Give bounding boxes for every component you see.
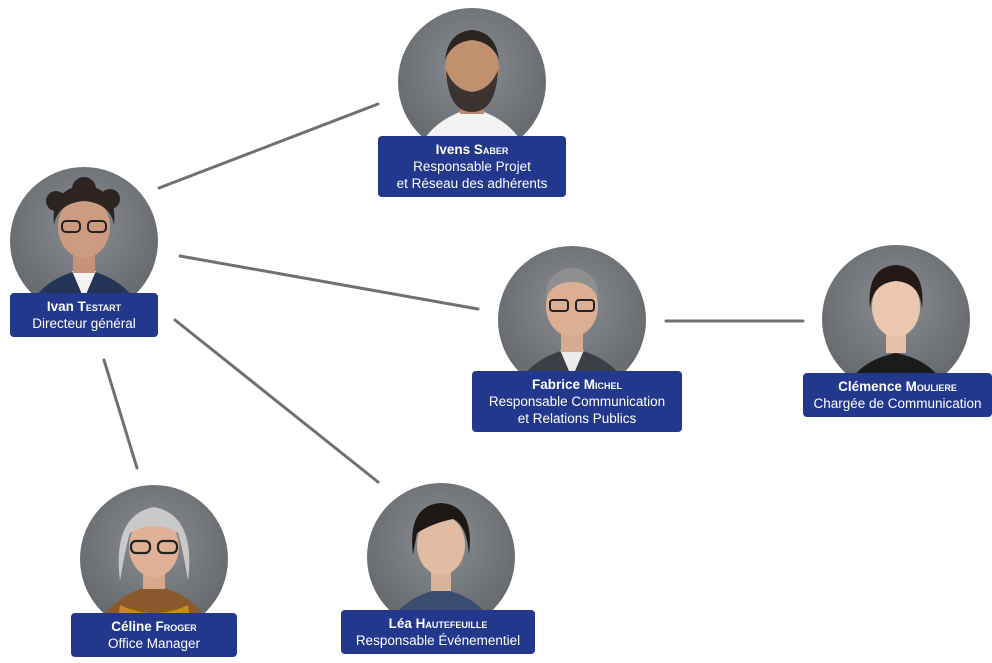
connector-testart-froger [102, 358, 139, 470]
name-mouliere: Clémence Mouliere [838, 379, 957, 394]
role-mouliere: Chargée de Communication [813, 396, 982, 411]
role-michel-line2: et Relations Publics [517, 411, 637, 426]
connector-testart-saber [157, 102, 380, 190]
avatar-saber [398, 8, 546, 156]
role-testart: Directeur général [32, 316, 136, 331]
name-saber: Ivens Saber [435, 142, 509, 157]
label-mouliere: Clémence Mouliere Chargée de Communicati… [803, 373, 992, 417]
role-hautefeuille: Responsable Événementiel [355, 633, 521, 648]
avatar-hautefeuille [367, 483, 515, 631]
connector-testart-michel [178, 254, 480, 311]
connector-testart-hautefeuille [173, 318, 380, 484]
role-michel-line1: Responsable Communication [488, 394, 666, 409]
role-saber-line2: et Réseau des adhérents [396, 176, 548, 191]
name-michel: Fabrice Michel [531, 377, 623, 392]
role-saber-line1: Responsable Projet [413, 159, 531, 174]
avatar-froger [80, 485, 228, 633]
label-froger: Céline Froger Office Manager [71, 613, 237, 657]
label-testart: Ivan Testart Directeur général [10, 293, 158, 337]
label-hautefeuille: Léa Hautefeuille Responsable Événementie… [341, 610, 535, 654]
label-saber: Ivens Saber Responsable Projet et Réseau… [378, 136, 566, 197]
name-testart: Ivan Testart [46, 299, 122, 314]
label-michel: Fabrice Michel Responsable Communication… [472, 371, 682, 432]
name-froger: Céline Froger [111, 619, 197, 634]
avatar-mouliere [822, 245, 970, 393]
name-hautefeuille: Léa Hautefeuille [388, 616, 488, 631]
role-froger: Office Manager [107, 636, 201, 651]
